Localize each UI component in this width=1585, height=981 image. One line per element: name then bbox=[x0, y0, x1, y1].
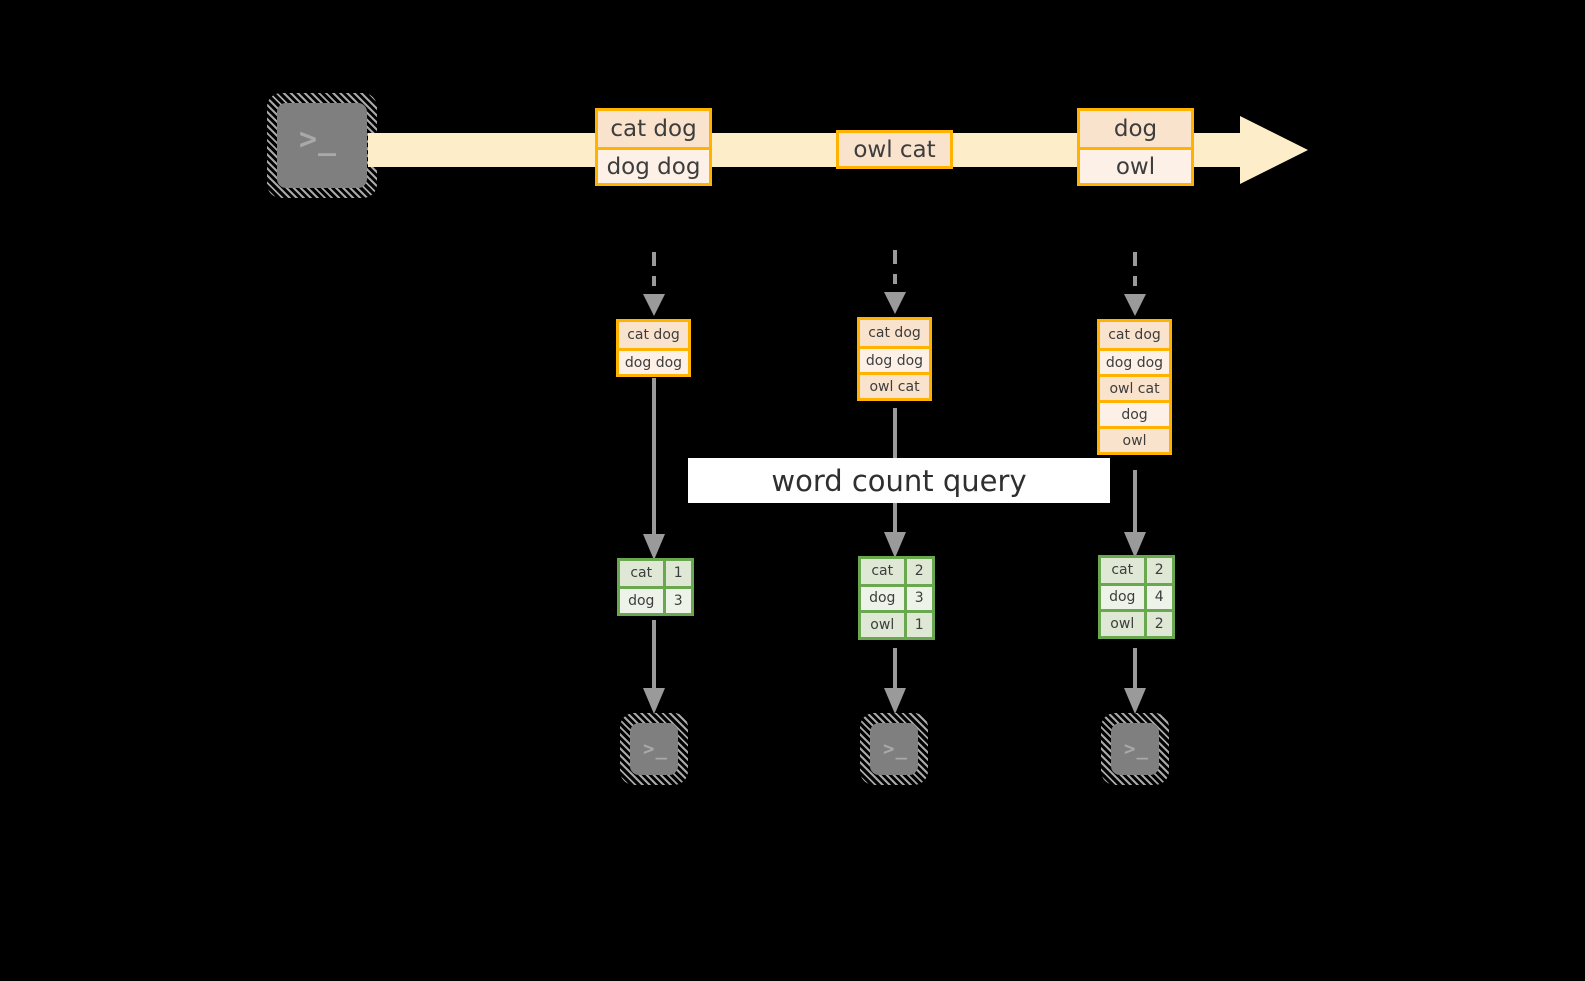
terminal-prompt-glyph: >_ bbox=[643, 738, 668, 760]
table-row: cat 2 bbox=[1101, 558, 1172, 584]
terminal-screen bbox=[870, 723, 918, 775]
stream-event-box: cat dog dog dog bbox=[595, 108, 712, 186]
event-line: dog bbox=[1080, 111, 1191, 147]
result-word: owl bbox=[861, 609, 905, 637]
input-line: cat dog bbox=[1100, 322, 1169, 348]
result-count: 4 bbox=[1143, 582, 1172, 610]
result-word: owl bbox=[1101, 608, 1145, 636]
input-line: cat dog bbox=[619, 322, 688, 348]
result-word: cat bbox=[1101, 558, 1145, 584]
stream-event-box: dog owl bbox=[1077, 108, 1194, 186]
sink-terminal-icon: >_ bbox=[620, 713, 688, 785]
dashed-connector-arrow bbox=[1124, 252, 1146, 316]
event-line: owl bbox=[1080, 147, 1191, 183]
result-count: 3 bbox=[903, 583, 932, 611]
terminal-screen bbox=[277, 103, 367, 188]
sink-connector-arrow bbox=[884, 648, 906, 714]
table-row: owl 2 bbox=[1101, 608, 1172, 636]
word-count-result-table: cat 1 dog 3 bbox=[617, 558, 694, 616]
result-word: dog bbox=[1101, 582, 1145, 610]
result-grid: cat 2 dog 4 owl 2 bbox=[1101, 558, 1172, 636]
input-line: owl bbox=[1100, 426, 1169, 452]
result-count: 2 bbox=[903, 559, 932, 585]
result-count: 3 bbox=[662, 585, 691, 613]
word-count-result-table: cat 2 dog 3 owl 1 bbox=[858, 556, 935, 640]
input-line: owl cat bbox=[860, 372, 929, 398]
event-line: dog dog bbox=[598, 147, 709, 183]
table-row: dog 4 bbox=[1101, 582, 1172, 610]
query-connector-arrow bbox=[1124, 470, 1146, 558]
sink-connector-arrow bbox=[643, 620, 665, 714]
table-row: cat 2 bbox=[861, 559, 932, 585]
result-count: 2 bbox=[1143, 608, 1172, 636]
input-line: owl cat bbox=[1100, 374, 1169, 400]
terminal-screen bbox=[630, 723, 678, 775]
dashed-connector-arrow bbox=[643, 252, 665, 316]
terminal-prompt-glyph: >_ bbox=[1124, 738, 1149, 760]
input-line: cat dog bbox=[860, 320, 929, 346]
event-line: owl cat bbox=[839, 133, 950, 166]
result-grid: cat 1 dog 3 bbox=[620, 561, 691, 613]
snapshot-input-box: cat dog dog dog owl cat bbox=[857, 317, 932, 401]
result-word: dog bbox=[861, 583, 905, 611]
result-count: 1 bbox=[662, 561, 691, 587]
result-count: 1 bbox=[903, 609, 932, 637]
table-row: cat 1 bbox=[620, 561, 691, 587]
terminal-prompt-glyph: >_ bbox=[883, 738, 908, 760]
result-word: cat bbox=[620, 561, 664, 587]
sink-terminal-icon: >_ bbox=[1101, 713, 1169, 785]
result-count: 2 bbox=[1143, 558, 1172, 584]
terminal-prompt-glyph: >_ bbox=[299, 122, 338, 157]
table-row: dog 3 bbox=[861, 583, 932, 611]
input-line: dog dog bbox=[860, 346, 929, 372]
input-line: dog dog bbox=[619, 348, 688, 374]
query-label-banner: word count query bbox=[688, 458, 1110, 503]
sink-connector-arrow bbox=[1124, 648, 1146, 714]
table-row: owl 1 bbox=[861, 609, 932, 637]
stream-event-box: owl cat bbox=[836, 130, 953, 169]
event-line: cat dog bbox=[598, 111, 709, 147]
source-terminal-icon: >_ bbox=[267, 93, 377, 198]
input-line: dog bbox=[1100, 400, 1169, 426]
snapshot-input-box: cat dog dog dog owl cat dog owl bbox=[1097, 319, 1172, 455]
query-label-text: word count query bbox=[771, 463, 1027, 498]
snapshot-input-box: cat dog dog dog bbox=[616, 319, 691, 377]
query-connector-arrow bbox=[643, 378, 665, 560]
sink-terminal-icon: >_ bbox=[860, 713, 928, 785]
input-line: dog dog bbox=[1100, 348, 1169, 374]
terminal-screen bbox=[1111, 723, 1159, 775]
table-row: dog 3 bbox=[620, 585, 691, 613]
result-word: cat bbox=[861, 559, 905, 585]
dashed-connector-arrow bbox=[884, 250, 906, 314]
word-count-result-table: cat 2 dog 4 owl 2 bbox=[1098, 555, 1175, 639]
result-word: dog bbox=[620, 585, 664, 613]
result-grid: cat 2 dog 3 owl 1 bbox=[861, 559, 932, 637]
